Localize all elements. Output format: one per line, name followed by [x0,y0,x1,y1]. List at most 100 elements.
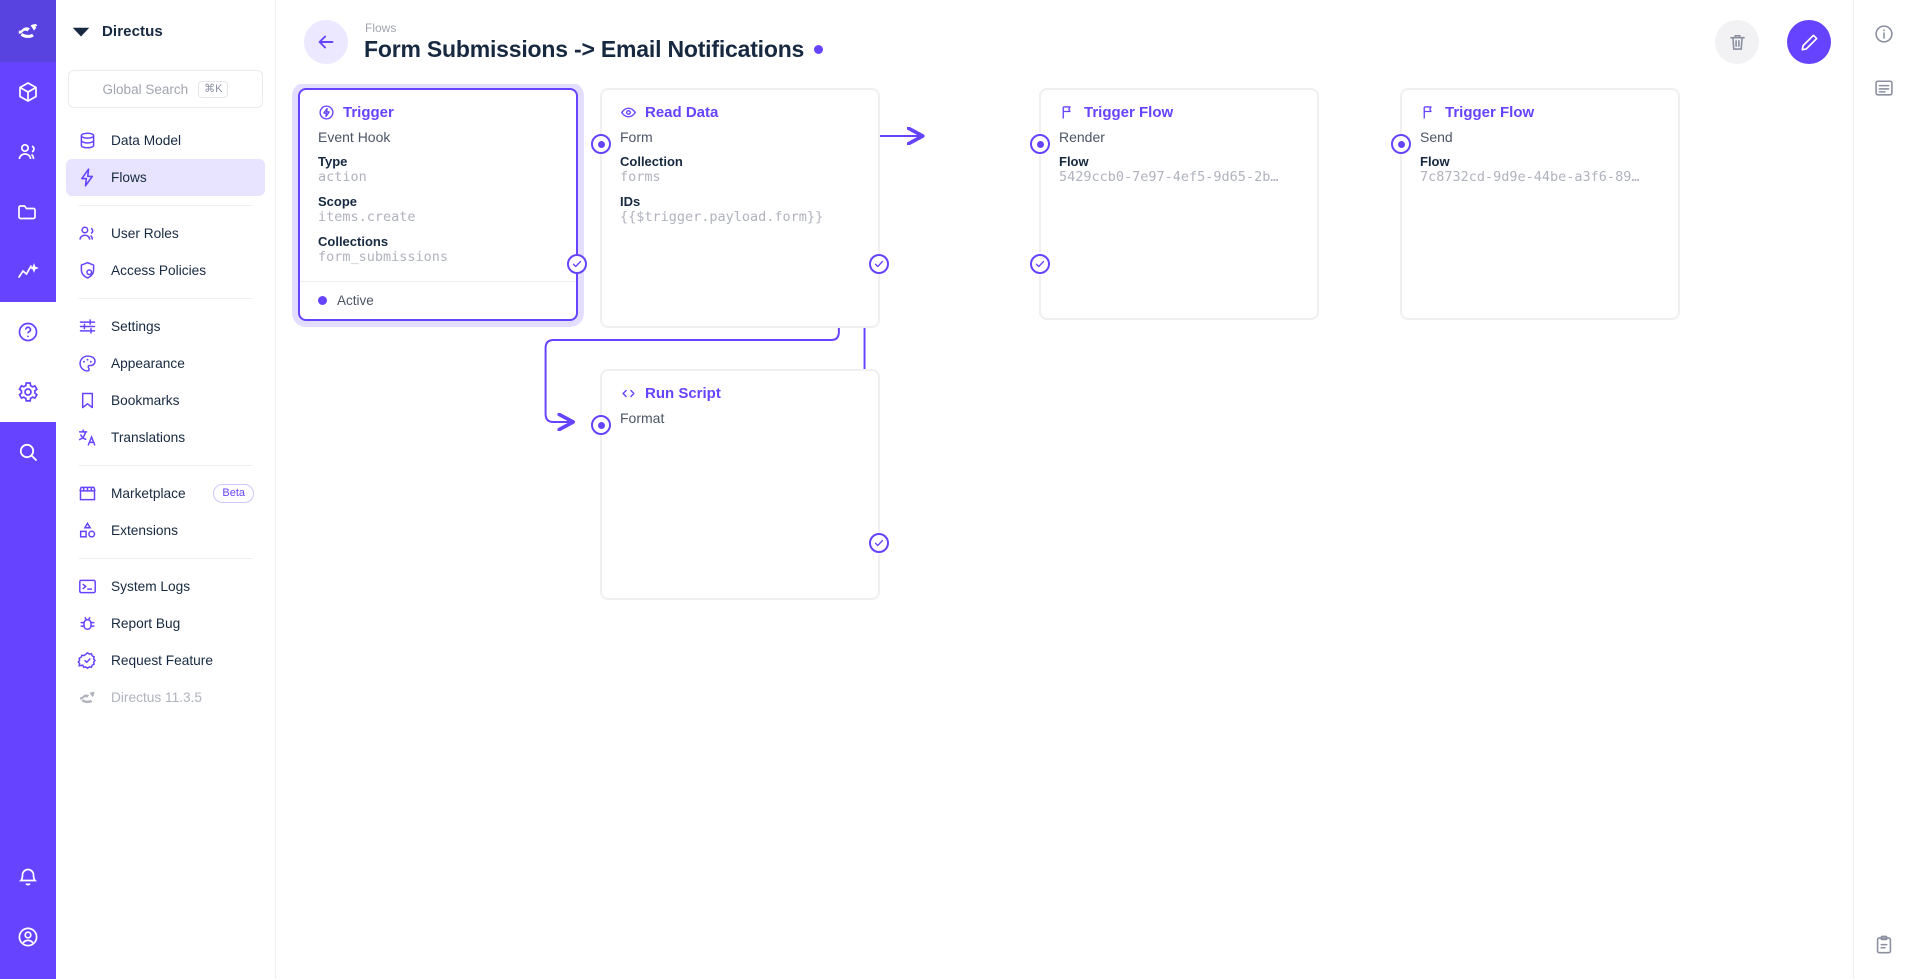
sidebar-divider [78,298,253,299]
sidebar-divider [78,465,253,466]
field-value: items.create [318,209,416,225]
sidebar-item-label: Request Feature [111,653,213,668]
rail-item-content[interactable] [0,62,56,122]
node-header: Read Data [602,90,878,129]
back-button[interactable] [304,20,348,64]
node-body: Render Flow 5429ccb0-7e97-4ef5-9d65-2b… [1041,129,1317,201]
database-icon [77,130,98,151]
user-circle-icon [18,927,38,947]
sidebar-item-extensions[interactable]: Extensions [66,512,265,549]
sidebar-item-request-feature[interactable]: Request Feature [66,642,265,679]
rail-item-insights[interactable] [0,242,56,302]
rail-item-files[interactable] [0,182,56,242]
sidebar-item-data-model[interactable]: Data Model [66,122,265,159]
field-value: {{$trigger.payload.form}} [620,209,824,225]
sidebar-item-report-bug[interactable]: Report Bug [66,605,265,642]
terminal-icon [77,576,98,597]
directus-logo[interactable] [0,0,56,62]
sidebar-item-flows[interactable]: Flows [66,159,265,196]
brand-name: Directus [102,22,163,40]
bookmark-icon [77,390,98,411]
module-sidebar: Directus Global Search ⌘K Data Model Flo… [56,0,276,979]
store-icon [77,483,98,504]
run-script-resolve-handle[interactable] [869,533,889,553]
node-title: Trigger [343,104,394,121]
sidebar-item-label: Appearance [111,356,185,371]
flow-canvas[interactable]: Trigger Event Hook Type action Scope ite… [276,84,1853,979]
flow-node-run-script[interactable]: Run Script Format [591,369,889,600]
field-key: Flow [1420,154,1450,169]
sidebar-item-label: Settings [111,319,161,334]
read-data-resolve-handle[interactable] [869,254,889,274]
info-sidebar-toggle[interactable] [1864,14,1904,54]
code-icon [622,389,635,398]
rail-item-users[interactable] [0,122,56,182]
node-subtitle: Format [620,410,665,426]
info-circle-icon [1874,25,1893,43]
module-rail [0,0,56,979]
node-title: Run Script [645,385,721,402]
box-icon [19,82,37,102]
flow-node-trigger-flow-send[interactable]: Trigger Flow Send Flow 7c8732cd-9d9e-44b… [1391,88,1680,320]
notes-toggle[interactable] [1864,925,1904,965]
field-key: Type [318,154,348,169]
handle-dot [1397,140,1405,148]
trigger-flow-render-input-handle[interactable] [1030,134,1050,154]
node-body: Send Flow 7c8732cd-9d9e-44be-a3f6-89… [1402,129,1678,201]
rail-item-account[interactable] [0,907,56,967]
edit-flow-button[interactable] [1787,20,1831,64]
node-subtitle: Event Hook [318,129,391,145]
breadcrumb[interactable]: Flows [365,21,397,35]
sidebar-item-user-roles[interactable]: User Roles [66,215,265,252]
sidebar-item-bookmarks[interactable]: Bookmarks [66,382,265,419]
sidebar-item-access-policies[interactable]: Access Policies [66,252,265,289]
delete-flow-button[interactable] [1715,20,1759,64]
trigger-resolve-handle[interactable] [567,254,587,274]
check-icon [1035,260,1045,268]
sidebar-item-translations[interactable]: Translations [66,419,265,456]
logs-sidebar-toggle[interactable] [1864,68,1904,108]
sidebar-item-system-logs[interactable]: System Logs [66,568,265,605]
run-script-input-handle[interactable] [591,415,611,435]
node-body: Event Hook Type action Scope items.creat… [300,129,576,281]
field-key: IDs [620,194,641,209]
rail-item-settings[interactable] [0,362,56,422]
right-sidebar-rail [1853,0,1913,979]
sidebar-item-label: Marketplace [111,486,186,501]
bug-icon [77,613,98,634]
sidebar-item-marketplace[interactable]: Marketplace Beta [66,475,265,512]
directus-diamond-icon [72,27,90,37]
sidebar-item-label: Data Model [111,133,181,148]
field-key: Flow [1059,154,1089,169]
list-icon [1874,80,1893,96]
global-search-input[interactable]: Global Search ⌘K [68,70,263,108]
users-icon [18,143,35,160]
field-value: 5429ccb0-7e97-4ef5-9d65-2b… [1059,169,1279,185]
rail-item-docs[interactable] [0,302,56,362]
node-header: Run Script [602,371,878,410]
handle-dot [1036,140,1044,148]
palette-icon [77,353,98,374]
trigger-flow-render-resolve-handle[interactable] [1030,254,1050,274]
bell-icon [18,868,38,886]
page-header: Flows Form Submissions -> Email Notifica… [276,0,1853,84]
marketplace-beta-badge: Beta [213,484,254,503]
sidebar-item-label: Directus 11.3.5 [111,690,203,705]
node-subtitle: Form [620,129,653,145]
analytics-icon [18,263,39,278]
flag-icon [1423,106,1432,119]
help-circle-icon [18,322,38,342]
rail-item-search[interactable] [0,422,56,482]
rail-item-notifications[interactable] [0,847,56,907]
flow-node-trigger[interactable]: Trigger Event Hook Type action Scope ite… [298,88,587,321]
flow-node-trigger-flow-render[interactable]: Trigger Flow Render Flow 5429ccb0-7e97-4… [1030,88,1319,320]
sidebar-item-appearance[interactable]: Appearance [66,345,265,382]
read-data-input-handle[interactable] [591,134,611,154]
flag-icon [1062,106,1071,119]
flow-node-read-data[interactable]: Read Data Form Collection forms IDs {{$t… [591,88,889,328]
sidebar-item-settings[interactable]: Settings [66,308,265,345]
trigger-flow-send-input-handle[interactable] [1391,134,1411,154]
sidebar-item-label: Bookmarks [111,393,180,408]
trigger-bolt-circle-icon [319,105,334,120]
sliders-icon [77,316,98,337]
